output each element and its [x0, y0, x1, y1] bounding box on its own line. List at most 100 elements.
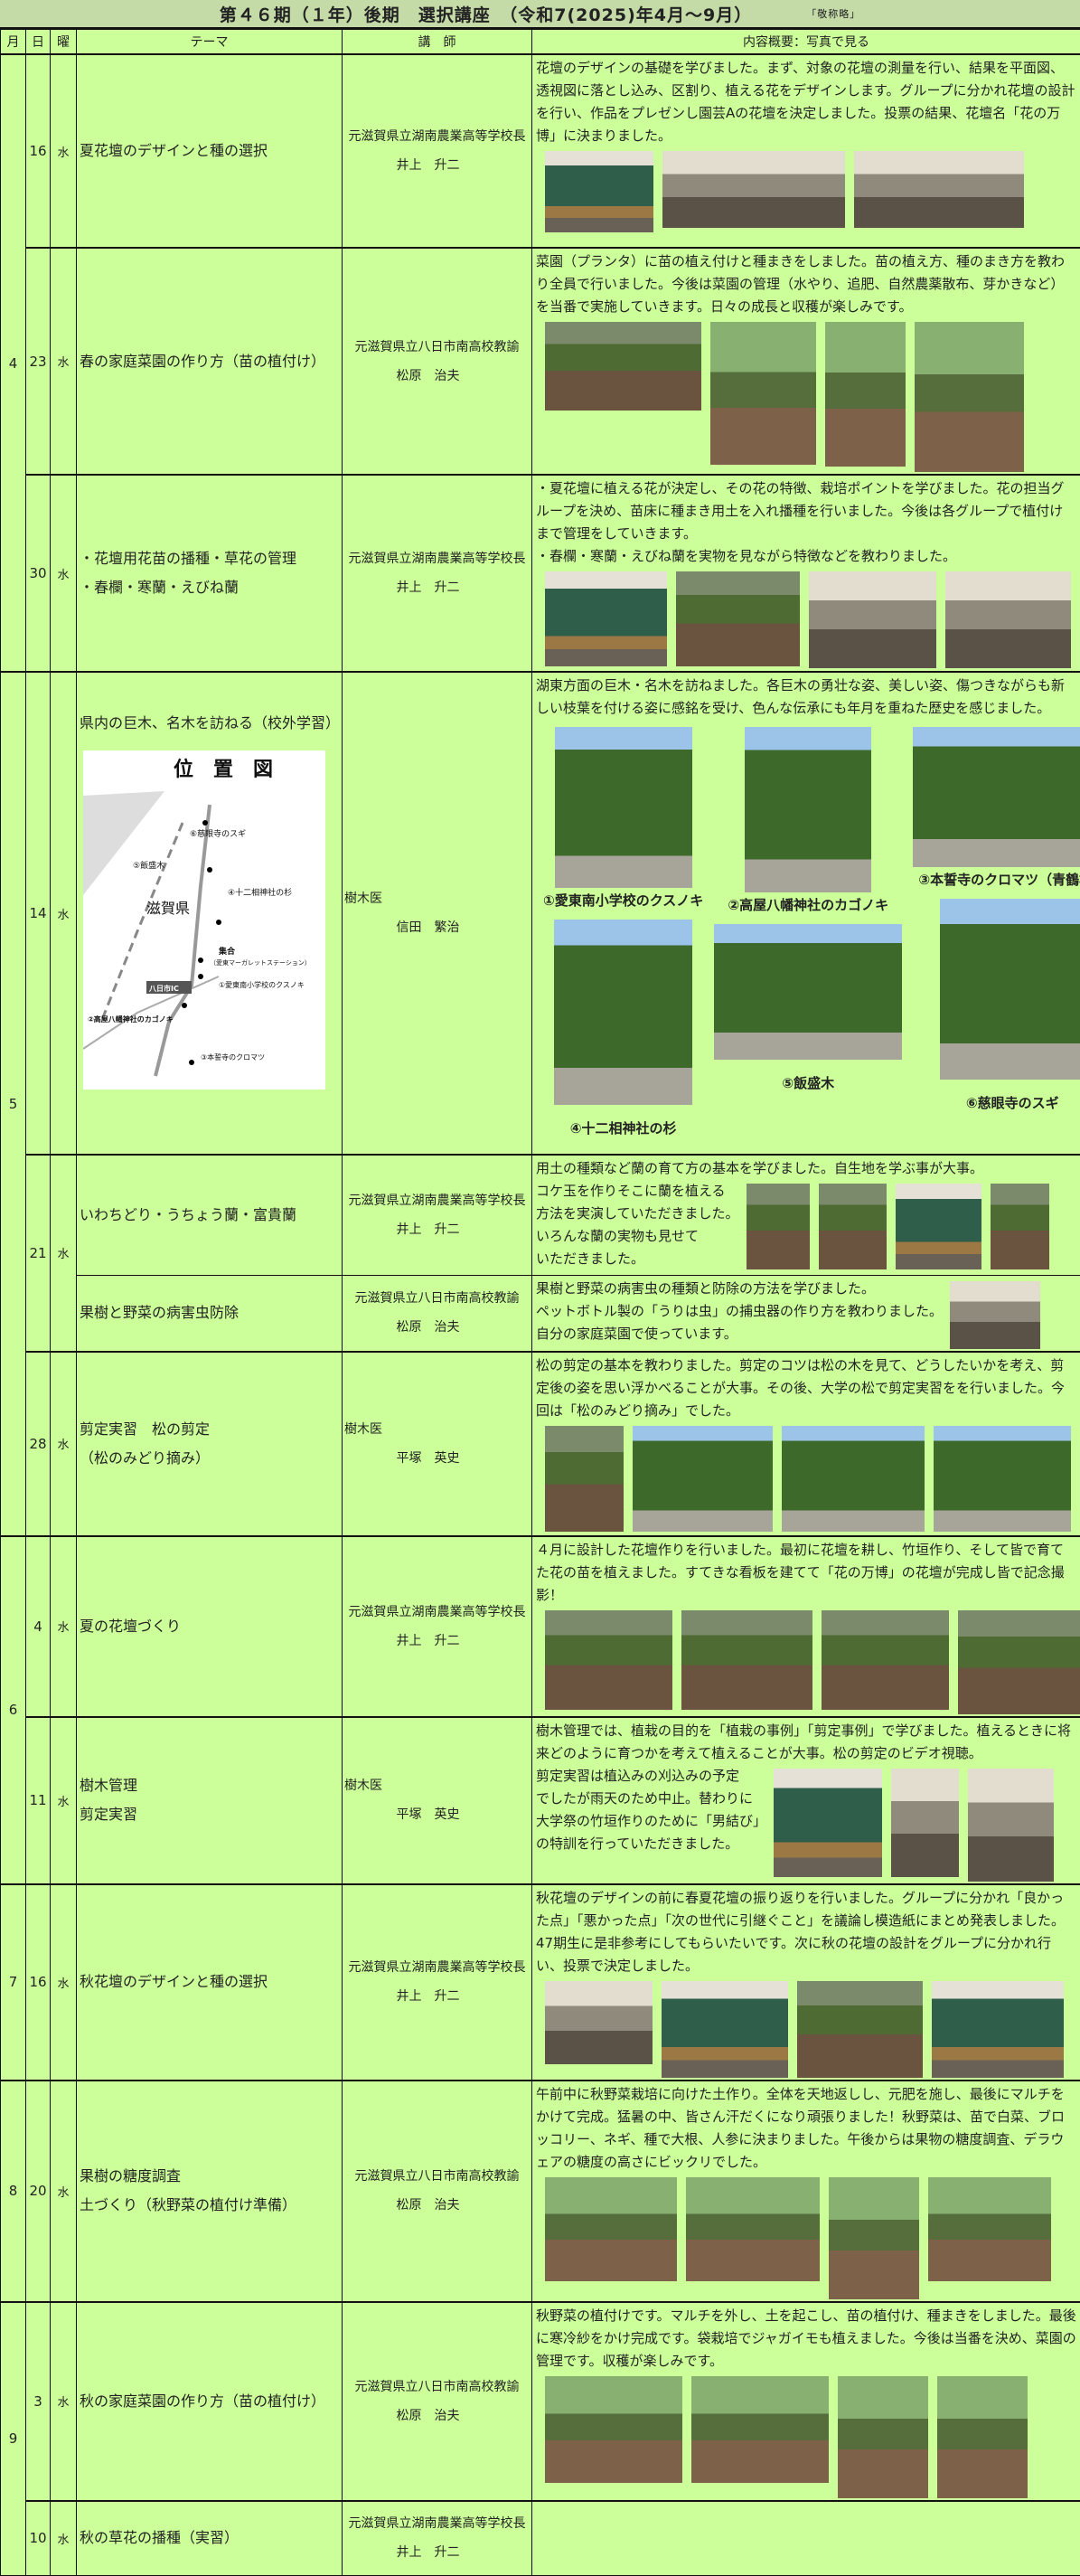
content-cell: 菜園（プランタ）に苗の植え付けと種まきをしました。苗の植え方、種のまき方を教わり…	[532, 248, 1080, 475]
lecturer-cell: 元滋賀県立八日市南高校教諭松原 治夫	[343, 1275, 532, 1352]
content-cell: 松の剪定の基本を教わりました。剪定のコツは松の木を見て、どうしたいかを考え、剪定…	[532, 1352, 1080, 1536]
theme-line: 夏花壇のデザインと種の選択	[80, 137, 342, 165]
day-cell: 16	[26, 54, 51, 248]
month-cell: 7	[1, 1884, 26, 2081]
lecturer-cell: 樹木医平塚 英史	[343, 1717, 532, 1884]
content-text: 用土の種類など蘭の育て方の基本を学びました。自生地を学ぶ事が大事。	[536, 1157, 1076, 1180]
weekday-cell: 水	[51, 1536, 77, 1717]
photo	[932, 1981, 1064, 2078]
content-line: 方法を実演していただきました。	[536, 1203, 739, 1225]
photo	[896, 1184, 981, 1269]
theme-cell: 夏花壇のデザインと種の選択	[77, 54, 343, 248]
tree-photo	[714, 924, 902, 1060]
header-lecturer: 講 師	[343, 30, 532, 55]
map-point	[202, 820, 208, 826]
theme-cell: ・花壇用花苗の播種・草花の管理・春欄・寒蘭・えびね蘭	[77, 475, 343, 672]
theme-line: 春の家庭菜園の作り方（苗の植付け）	[80, 347, 342, 376]
weekday-cell: 水	[51, 2501, 77, 2576]
day-cell: 28	[26, 1352, 51, 1536]
map-point	[207, 867, 212, 873]
photo	[545, 1426, 624, 1532]
content-text: 湖東方面の巨木・名木を訪ねました。各巨木の勇壮な姿、美しい姿、傷つきながらも新し…	[536, 675, 1076, 720]
lecturer-name: 井上 升二	[343, 573, 531, 602]
theme-line: いわちどり・うちょう蘭・富貴蘭	[80, 1201, 342, 1230]
day-cell: 16	[26, 1884, 51, 2081]
photo	[545, 1610, 672, 1710]
photo	[958, 1610, 1080, 1714]
lecturer-cell: 元滋賀県立湖南農業高等学校長井上 升二	[343, 54, 532, 248]
theme-cell: 秋の家庭菜園の作り方（苗の植付け）	[77, 2302, 343, 2501]
content-text: 菜園（プランタ）に苗の植え付けと種まきをしました。苗の植え方、種のまき方を教わり…	[536, 250, 1076, 318]
day-cell: 23	[26, 248, 51, 475]
content-side-text: コケ玉を作りそこに蘭を植える方法を実演していただきました。いろんな蘭の実物も見せ…	[536, 1180, 739, 1270]
weekday-cell: 水	[51, 248, 77, 475]
content-line: ペットボトル製の「うりは虫」の捕虫器の作り方を教わりました。	[536, 1300, 943, 1323]
weekday-cell: 水	[51, 672, 77, 1155]
photo	[681, 1610, 812, 1710]
photo	[545, 571, 667, 666]
table-row: 果樹と野菜の病害虫防除元滋賀県立八日市南高校教諭松原 治夫果樹と野菜の病害虫の種…	[1, 1275, 1080, 1352]
theme-cell: 樹木管理剪定実習	[77, 1717, 343, 1884]
photo	[819, 1184, 887, 1269]
map-label: ②高屋八幡神社のカゴノキ	[88, 1014, 174, 1024]
content-text: ４月に設計した花壇作りを行いました。最初に花壇を耕し、竹垣作り、そして皆で育てた…	[536, 1539, 1076, 1607]
content-cell: 湖東方面の巨木・名木を訪ねました。各巨木の勇壮な姿、美しい姿、傷つきながらも新し…	[532, 672, 1080, 1155]
photo-caption: ①愛東南小学校のクスノキ	[543, 890, 703, 912]
header-row: 月 日 曜 テーマ 講 師 内容概要：写真で見る	[1, 30, 1080, 55]
lecturer-affiliation: 元滋賀県立湖南農業高等学校長	[343, 2509, 531, 2538]
map-label: （愛東マーガレットステーション）	[210, 958, 311, 967]
theme-line: 県内の巨木、名木を訪ねる（校外学習）	[80, 709, 342, 738]
theme-line: 剪定実習 松の剪定	[80, 1415, 342, 1444]
content-text: 秋花壇のデザインの前に春夏花壇の振り返りを行いました。グループに分かれ「良かった…	[536, 1887, 1076, 1977]
map-label: 八日市IC	[148, 984, 179, 993]
lecturer-name: 井上 升二	[343, 1982, 531, 2011]
photo-strip	[536, 2174, 1076, 2299]
tree-photo	[913, 727, 1080, 867]
day-cell: 4	[26, 1536, 51, 1717]
content-text: 午前中に秋野菜栽培に向けた土作り。全体を天地返しし、元肥を施し、最後にマルチをか…	[536, 2083, 1076, 2174]
theme-cell: 秋花壇のデザインと種の選択	[77, 1884, 343, 2081]
photo-strip	[536, 318, 1076, 472]
theme-line: 剪定実習	[80, 1800, 342, 1829]
lecturer-name: 平塚 英史	[343, 1444, 531, 1473]
page-title: 第４６期（１年）後期 選択講座 （令和7(2025)年4月～9月） 「敬称略」	[0, 0, 1080, 29]
map-label: ④十二相神社の杉	[228, 887, 292, 898]
photo	[822, 1610, 949, 1710]
weekday-cell: 水	[51, 1352, 77, 1536]
photo	[928, 2177, 1051, 2281]
lecturer-name: 松原 治夫	[343, 2191, 531, 2220]
photo-strip	[536, 1607, 1076, 1714]
content-cell: ・夏花壇に植える花が決定し、その花の特徴、栽培ポイントを学びました。花の担当グル…	[532, 475, 1080, 672]
lecturer-affiliation: 元滋賀県立八日市南高校教諭	[343, 2162, 531, 2191]
photo	[915, 322, 1024, 472]
tree-photo	[745, 727, 871, 892]
theme-cell: 夏の花壇づくり	[77, 1536, 343, 1717]
photo-strip	[536, 1422, 1076, 1532]
lecturer-name: 松原 治夫	[343, 362, 531, 391]
photo	[937, 2376, 1028, 2498]
map-point	[198, 974, 203, 979]
photo	[797, 1981, 923, 2078]
photo	[891, 1769, 959, 1877]
lecturer-cell: 元滋賀県立八日市南高校教諭松原 治夫	[343, 2081, 532, 2302]
content-side-text: 剪定実習は植込みの刈込みの予定でしたが雨天のため中止。替わりに大学祭の竹垣作りの…	[536, 1765, 766, 1855]
photo-caption: ④十二相神社の杉	[570, 1118, 677, 1140]
lecturer-cell: 元滋賀県立八日市南高校教諭松原 治夫	[343, 248, 532, 475]
day-cell: 3	[26, 2302, 51, 2501]
photo-strip	[747, 1180, 1049, 1269]
content-cell: 花壇のデザインの基礎を学びました。まず、対象の花壇の測量を行い、結果を平面図、透…	[532, 54, 1080, 248]
content-line: いろんな蘭の実物も見せて	[536, 1225, 739, 1248]
header-dow: 曜	[51, 30, 77, 55]
map-label: 滋賀県	[146, 900, 190, 917]
content-side-row: コケ玉を作りそこに蘭を植える方法を実演していただきました。いろんな蘭の実物も見せ…	[536, 1180, 1076, 1270]
content-cell	[532, 2501, 1080, 2576]
photo-strip	[536, 1977, 1076, 2078]
location-map: 位 置 図⑥慈眼寺のスギ⑤飯盛木④十二相神社の杉滋賀県集合（愛東マーガレットステ…	[83, 750, 325, 1090]
map-label: ①愛東南小学校のクスノキ	[219, 980, 305, 989]
